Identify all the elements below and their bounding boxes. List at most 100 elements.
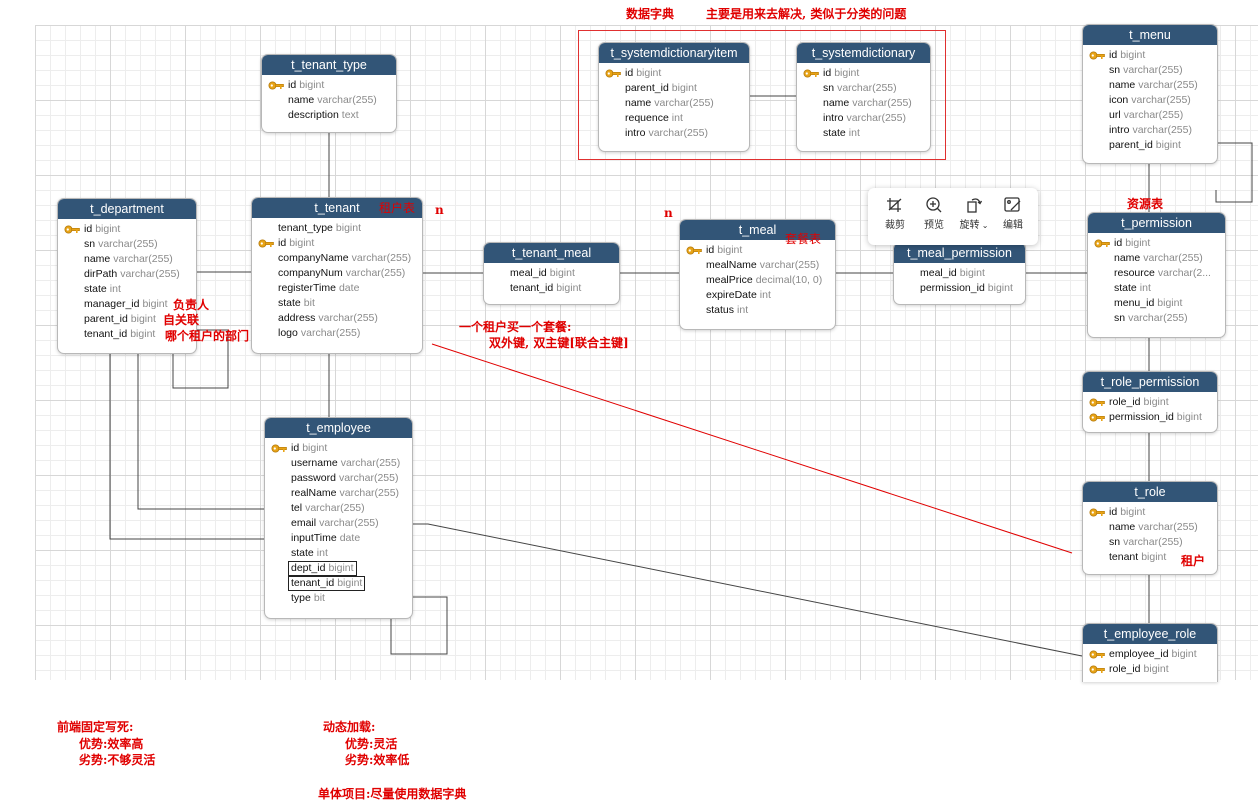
key-icon — [605, 69, 621, 78]
preview-button[interactable]: 预览 — [916, 194, 952, 231]
field-name: mealPrice — [706, 274, 753, 286]
field-name: id — [291, 442, 300, 454]
crop-button[interactable]: 裁剪 — [877, 194, 913, 231]
frontend-con: 劣势:不够灵活 — [79, 753, 156, 767]
dynamic-title: 动态加载: — [323, 720, 376, 734]
edit-button[interactable]: 编辑 — [995, 194, 1031, 231]
field-name: username — [291, 457, 338, 469]
field-type: varchar(255) — [318, 312, 378, 324]
field-type: int — [316, 547, 328, 559]
rotate-button[interactable]: 旋转 ⌄ — [956, 194, 992, 231]
field-name: state — [823, 127, 846, 139]
key-icon — [1089, 398, 1105, 407]
